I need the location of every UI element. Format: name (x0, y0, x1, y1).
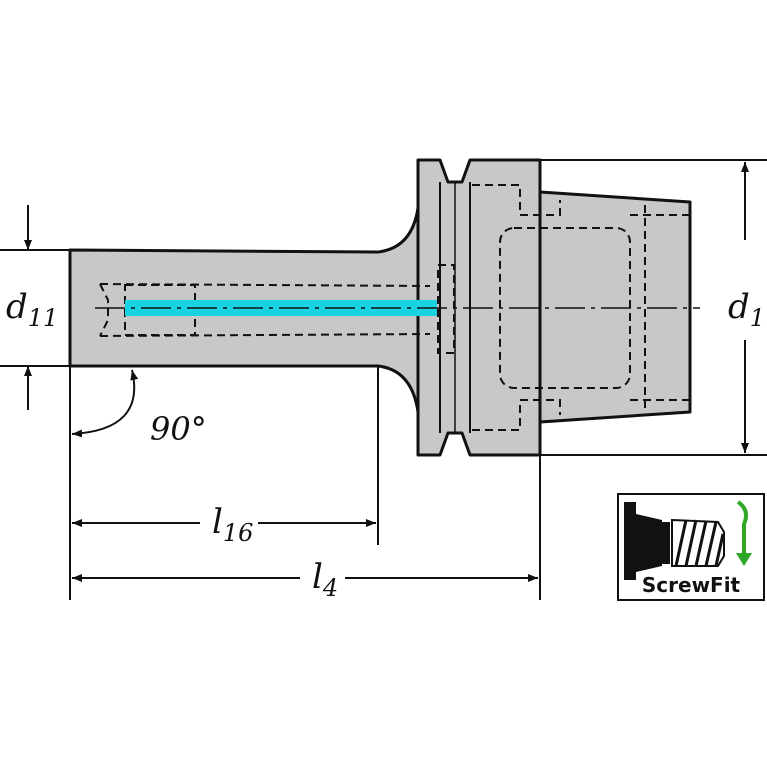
extension-lines (0, 159, 767, 600)
rotate-arrow-icon (736, 500, 752, 566)
d11-label-sub: 11 (28, 304, 59, 332)
l16-label-sub: 16 (223, 519, 254, 547)
svg-text:d1: d1 (728, 287, 765, 332)
l4-label-sub: 4 (322, 574, 338, 602)
d1-label-main: d (728, 287, 750, 327)
angle-label: 90° (150, 410, 207, 448)
svg-text:l16: l16 (212, 502, 253, 547)
angle-90-callout: 90° (71, 369, 207, 448)
dimension-d11: d11 (6, 205, 58, 410)
l4-label-main: l (312, 557, 323, 597)
svg-text:l4: l4 (312, 557, 338, 602)
d11-label-main: d (6, 287, 28, 327)
l16-label-main: l (212, 502, 223, 542)
logo-screw-icon (671, 518, 725, 567)
dimension-d1: d1 (728, 162, 765, 453)
d1-label-sub: 1 (750, 304, 765, 332)
taper-cone (538, 190, 692, 424)
tool-body (68, 158, 692, 457)
dimension-l16: l16 (72, 502, 376, 547)
screwfit-logo: ScrewFit (617, 493, 765, 601)
dimension-l4: l4 (72, 557, 538, 602)
logo-holder-icon (624, 502, 636, 580)
logo-text: ScrewFit (642, 573, 741, 597)
svg-text:d11: d11 (6, 287, 58, 332)
